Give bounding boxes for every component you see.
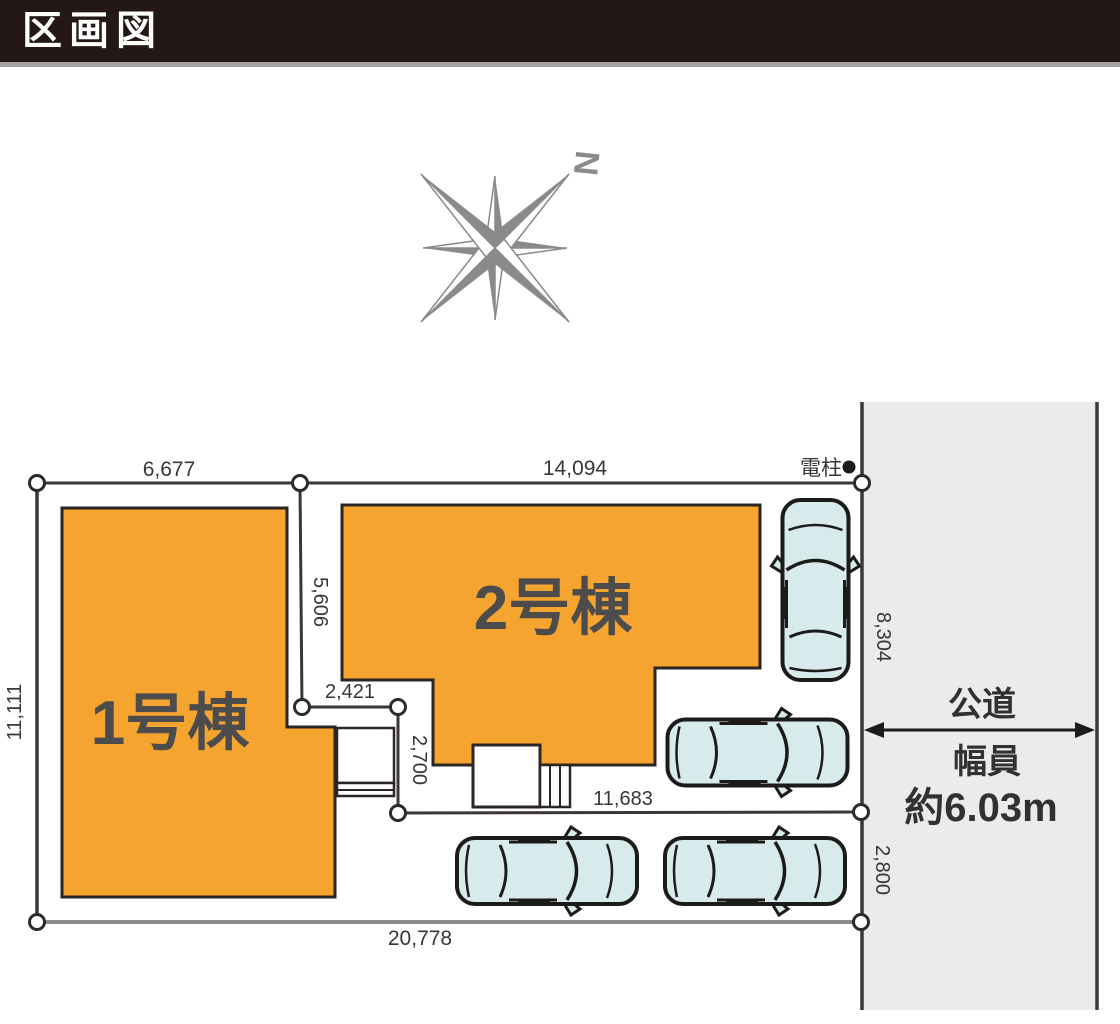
dim-divider-upper: 5,606 bbox=[309, 577, 331, 627]
compass-rose-icon: N bbox=[420, 149, 606, 323]
boundary-marker bbox=[852, 913, 870, 931]
road-surface bbox=[862, 402, 1098, 1010]
boundary-markers bbox=[28, 474, 871, 931]
utility-pole-dot bbox=[842, 460, 856, 474]
boundary-marker bbox=[853, 474, 871, 492]
building-2: 2号棟 bbox=[340, 503, 762, 809]
site-boundary bbox=[35, 481, 862, 924]
road-width-arrow bbox=[864, 722, 1095, 738]
divider-lower bbox=[397, 810, 862, 815]
dim-bottom: 20,778 bbox=[388, 927, 452, 950]
building-1: 1号棟 bbox=[60, 506, 396, 899]
divider-upper bbox=[298, 482, 304, 708]
boundary-marker bbox=[28, 913, 46, 931]
dim-step-horizontal: 2,421 bbox=[325, 681, 375, 703]
car-4 bbox=[665, 827, 845, 915]
page-title: 区画図 bbox=[22, 9, 163, 53]
building-1-label: 1号棟 bbox=[91, 689, 250, 758]
dim-right-lower: 2,800 bbox=[871, 845, 893, 895]
road-width-label: 幅員 bbox=[953, 743, 1021, 781]
road-area: 公道 幅員 約6.03m bbox=[860, 402, 1099, 1010]
dim-right-upper: 8,304 bbox=[872, 612, 894, 662]
building-1-porch bbox=[335, 726, 396, 785]
utility-pole-label: 電柱 bbox=[800, 457, 842, 480]
car-3 bbox=[457, 827, 637, 915]
dim-top-left: 6,677 bbox=[143, 458, 196, 481]
building-2-porch bbox=[471, 743, 542, 809]
dim-left: 11,111 bbox=[4, 684, 26, 741]
dim-divider-lower: 11,683 bbox=[593, 788, 653, 810]
boundary-marker bbox=[293, 698, 311, 716]
compass-north-label: N bbox=[566, 149, 606, 177]
dim-step-vertical: 2,700 bbox=[408, 735, 430, 785]
road-type-label: 公道 bbox=[948, 686, 1016, 724]
car-1 bbox=[772, 500, 860, 680]
dim-top-right: 14,094 bbox=[543, 457, 608, 480]
car-2 bbox=[668, 709, 848, 797]
header-underline bbox=[0, 62, 1120, 67]
boundary-marker bbox=[28, 474, 46, 492]
boundary-marker bbox=[389, 804, 407, 822]
boundary-marker bbox=[389, 698, 407, 716]
building-2-steps bbox=[538, 763, 572, 809]
building-2-label: 2号棟 bbox=[474, 574, 633, 643]
header-bar: 区画図 bbox=[0, 0, 1120, 62]
boundary-marker bbox=[291, 474, 309, 492]
road-width-value: 約6.03m bbox=[904, 786, 1057, 830]
boundary-marker bbox=[852, 803, 870, 821]
